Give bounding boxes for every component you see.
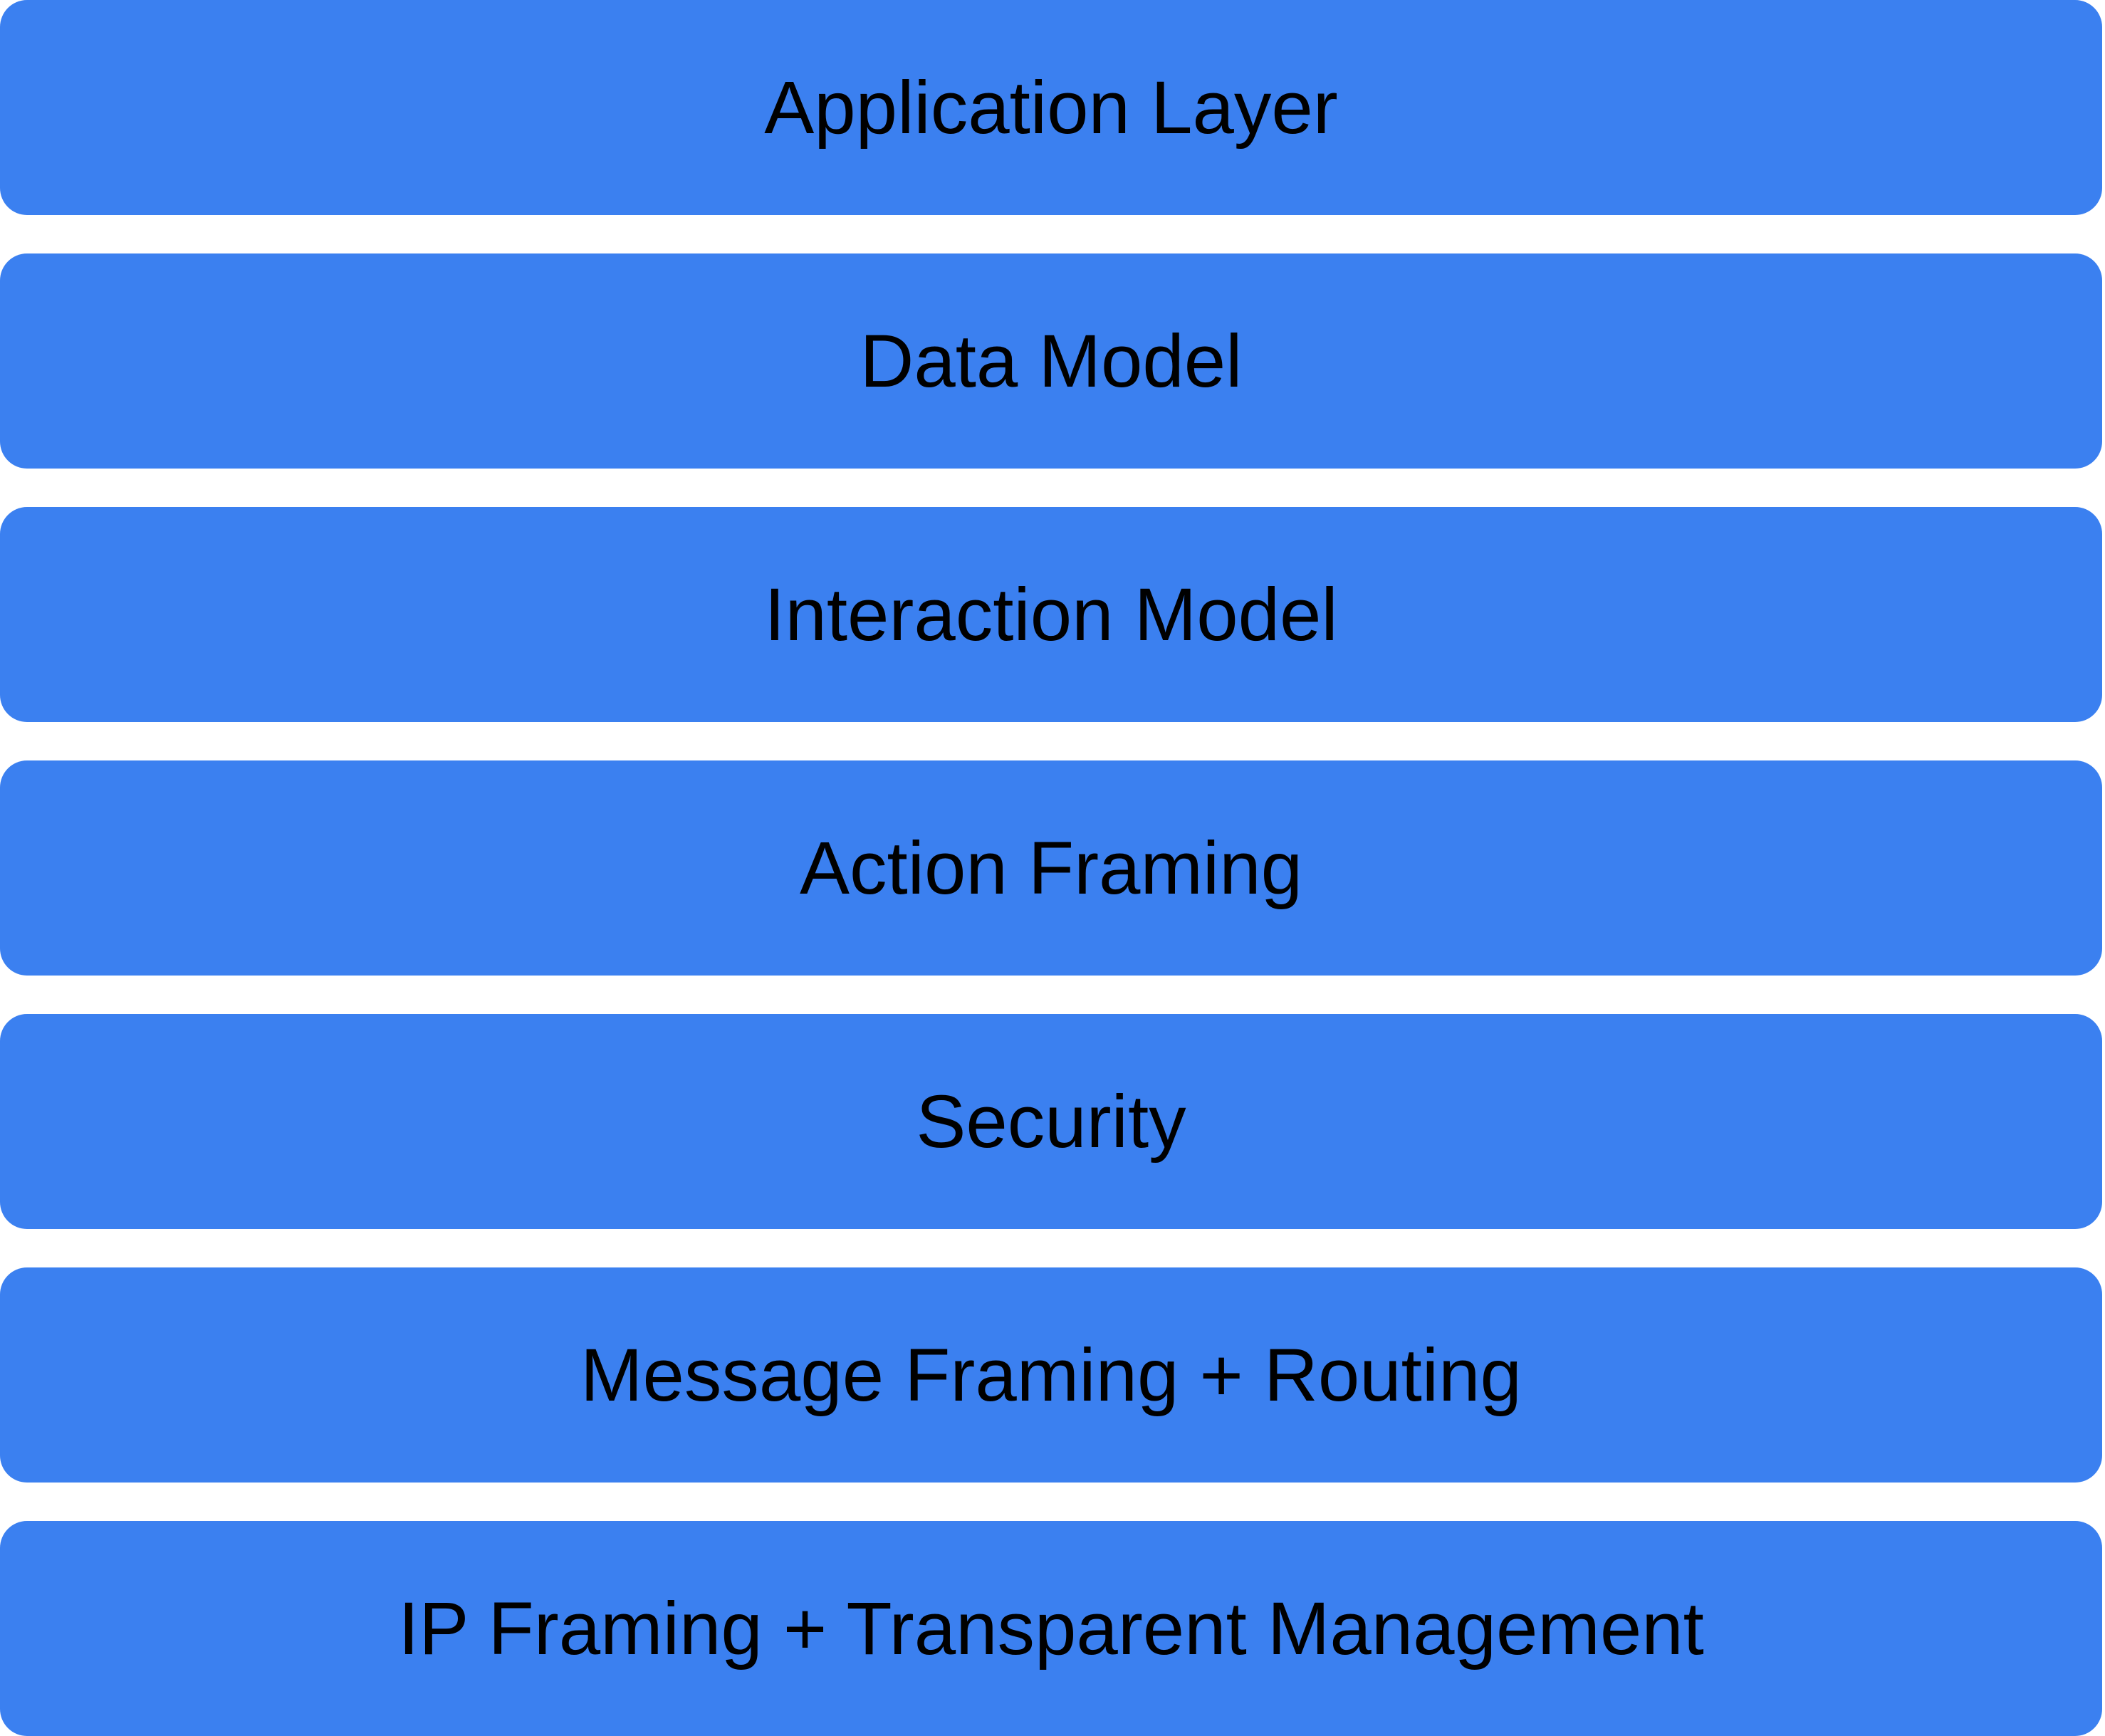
layer-label-message-framing-routing: Message Framing + Routing [580, 1333, 1522, 1417]
layer-block-security: Security [0, 1014, 2102, 1229]
layer-block-application-layer: Application Layer [0, 0, 2102, 215]
layer-block-ip-framing-transparent-management: IP Framing + Transparent Management [0, 1521, 2102, 1736]
layer-label-application-layer: Application Layer [764, 66, 1338, 150]
layer-label-interaction-model: Interaction Model [764, 572, 1338, 657]
layer-label-data-model: Data Model [860, 319, 1243, 403]
layer-block-message-framing-routing: Message Framing + Routing [0, 1267, 2102, 1483]
layer-label-security: Security [916, 1079, 1186, 1164]
layer-block-data-model: Data Model [0, 253, 2102, 469]
layer-block-action-framing: Action Framing [0, 760, 2102, 976]
layer-label-action-framing: Action Framing [799, 826, 1303, 910]
layer-block-interaction-model: Interaction Model [0, 507, 2102, 722]
layer-label-ip-framing-transparent-management: IP Framing + Transparent Management [398, 1586, 1704, 1670]
